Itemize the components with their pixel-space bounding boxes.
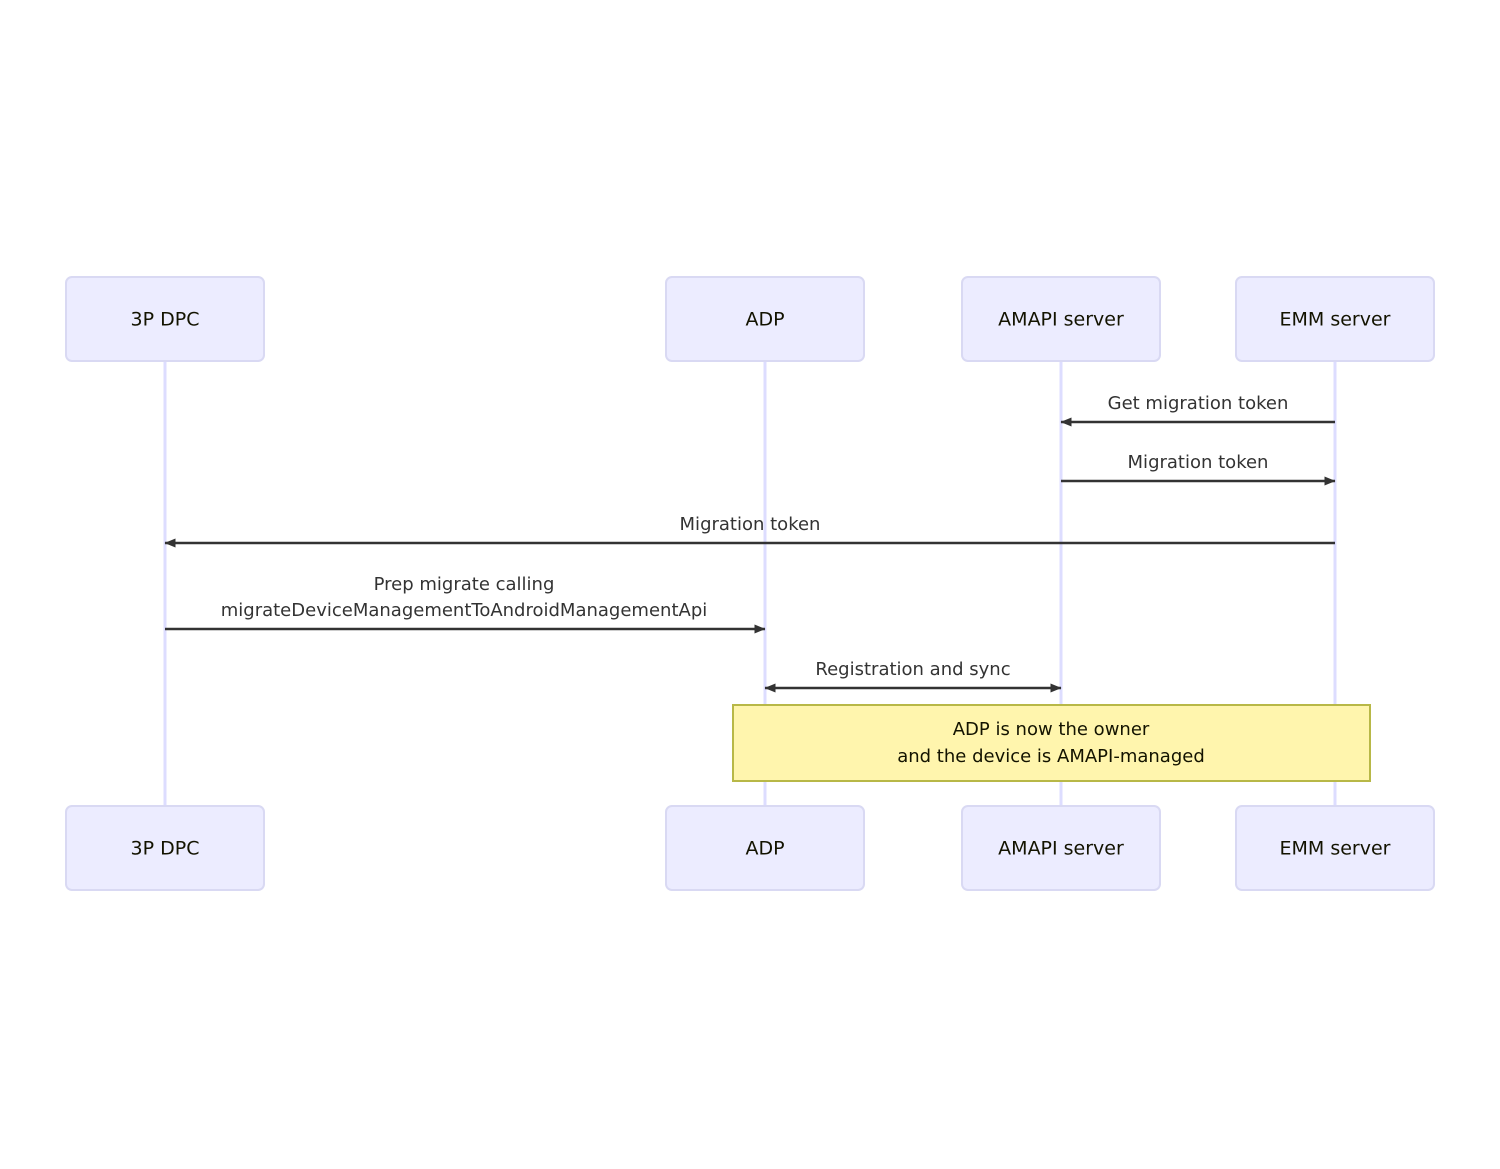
participant-box[interactable]: [665, 276, 865, 362]
note-box: [732, 704, 1371, 782]
participant-bottom-emm[interactable]: EMM server: [1235, 805, 1435, 891]
message-label: Get migration token: [1108, 393, 1289, 414]
participant-label: EMM server: [1280, 838, 1391, 860]
participant-box[interactable]: [1235, 276, 1435, 362]
message-get-migration-token[interactable]: Get migration token: [1060, 393, 1335, 427]
participant-bottom-dpc[interactable]: 3P DPC: [65, 805, 265, 891]
participants-top: 3P DPC ADP AMAPI server EMM server: [65, 276, 1435, 362]
message-migration-token-to-dpc[interactable]: Migration token: [164, 514, 1335, 548]
note-text-line2: and the device is AMAPI-managed: [897, 746, 1205, 767]
participants-bottom: 3P DPC ADP AMAPI server EMM server: [65, 805, 1435, 891]
message-label: Registration and sync: [815, 659, 1010, 680]
participant-label: ADP: [745, 838, 784, 860]
participant-top-emm[interactable]: EMM server: [1235, 276, 1435, 362]
participant-label: AMAPI server: [998, 838, 1124, 860]
participant-label: ADP: [745, 309, 784, 331]
message-prep-migrate[interactable]: Prep migrate calling migrateDeviceManage…: [165, 574, 766, 634]
participant-top-dpc[interactable]: 3P DPC: [65, 276, 265, 362]
participant-bottom-adp[interactable]: ADP: [665, 805, 865, 891]
participant-top-adp[interactable]: ADP: [665, 276, 865, 362]
participant-box[interactable]: [1235, 805, 1435, 891]
participant-top-amapi[interactable]: AMAPI server: [961, 276, 1161, 362]
note-adp-owner: ADP is now the owner and the device is A…: [732, 704, 1371, 782]
participant-label: 3P DPC: [131, 838, 200, 860]
message-registration-and-sync[interactable]: Registration and sync: [764, 659, 1062, 693]
message-migration-token-to-emm[interactable]: Migration token: [1061, 452, 1336, 486]
participant-bottom-amapi[interactable]: AMAPI server: [961, 805, 1161, 891]
participant-label: EMM server: [1280, 309, 1391, 331]
participant-box[interactable]: [65, 805, 265, 891]
note-text-line1: ADP is now the owner: [953, 719, 1150, 740]
message-label: Migration token: [680, 514, 821, 535]
participant-label: AMAPI server: [998, 309, 1124, 331]
message-label-line2: migrateDeviceManagementToAndroidManageme…: [221, 600, 708, 621]
participant-label: 3P DPC: [131, 309, 200, 331]
participant-box[interactable]: [961, 805, 1161, 891]
participant-box[interactable]: [65, 276, 265, 362]
participant-box[interactable]: [961, 276, 1161, 362]
message-label: Migration token: [1128, 452, 1269, 473]
message-label-line1: Prep migrate calling: [374, 574, 555, 595]
participant-box[interactable]: [665, 805, 865, 891]
